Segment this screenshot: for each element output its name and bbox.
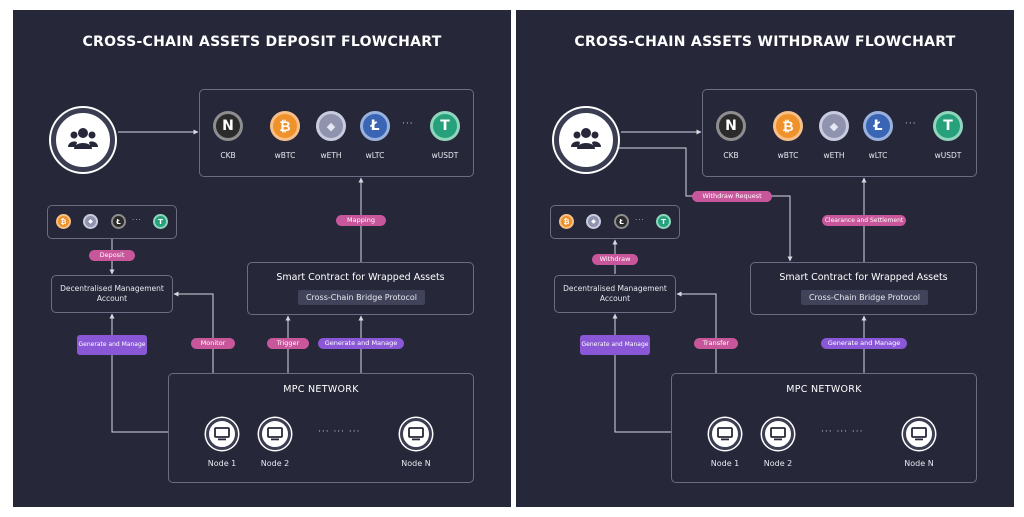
- node-label: Node 2: [763, 459, 793, 468]
- ckb-coin-icon: N: [213, 111, 243, 141]
- weth-coin-icon: ◆: [316, 111, 346, 141]
- eth-coin-icon: ◆: [83, 214, 98, 229]
- computer-icon: [267, 427, 283, 441]
- node-label: Node N: [401, 459, 431, 468]
- coin-label: CKB: [220, 151, 236, 160]
- computer-icon: [911, 427, 927, 441]
- sc-protocol: Cross-Chain Bridge Protocol: [801, 290, 928, 305]
- coin-label: wETH: [823, 151, 845, 160]
- dma-label: Decentralised Management Account: [60, 284, 164, 303]
- node-dots: ··· ··· ···: [318, 427, 361, 437]
- dma-label: Decentralised Management Account: [563, 284, 667, 303]
- mapping-label: Mapping: [336, 215, 386, 226]
- ltc-coin-icon: Ł: [614, 214, 629, 229]
- deposit-label: Deposit: [89, 250, 135, 261]
- wusdt-coin-icon: T: [430, 111, 460, 141]
- mpc-title: MPC NETWORK: [283, 384, 359, 395]
- node-n: [400, 418, 432, 450]
- coin-label: wLTC: [365, 151, 385, 160]
- native-assets-box: [550, 205, 680, 239]
- computer-icon: [770, 427, 786, 441]
- sc-title: Smart Contract for Wrapped Assets: [276, 272, 445, 283]
- users-node: [554, 108, 618, 172]
- node-2: [259, 418, 291, 450]
- computer-icon: [717, 427, 733, 441]
- panel-title: CROSS-CHAIN ASSETS WITHDRAW FLOWCHART: [574, 34, 956, 50]
- clearance-label: Clearance and Settlement: [822, 215, 906, 226]
- ckb-coin-icon: N: [716, 111, 746, 141]
- wallet-dots: ···: [635, 216, 645, 224]
- mpc-network-box: MPC NETWORK: [168, 373, 474, 483]
- wallet-dots: ···: [132, 216, 142, 224]
- coin-label: wBTC: [777, 151, 799, 160]
- node-n: [903, 418, 935, 450]
- wltc-coin-icon: Ł: [360, 111, 390, 141]
- smart-contract-box: Smart Contract for Wrapped Assets Cross-…: [750, 262, 977, 315]
- coin-label: wUSDT: [934, 151, 962, 160]
- usdt-coin-icon: T: [153, 214, 168, 229]
- node-label: Node N: [904, 459, 934, 468]
- generate-manage-label: Generate and Manage: [318, 338, 404, 349]
- deposit-panel: CROSS-CHAIN ASSETS DEPOSIT FLOWCHART: [13, 10, 511, 507]
- smart-contract-box: Smart Contract for Wrapped Assets Cross-…: [247, 262, 474, 315]
- sc-title: Smart Contract for Wrapped Assets: [779, 272, 948, 283]
- mpc-network-box: MPC NETWORK: [671, 373, 977, 483]
- transfer-label: Transfer: [694, 338, 738, 349]
- node-1: [709, 418, 741, 450]
- coin-dots: ···: [905, 119, 917, 129]
- weth-coin-icon: ◆: [819, 111, 849, 141]
- coin-dots: ···: [402, 119, 414, 129]
- node-label: Node 1: [710, 459, 740, 468]
- wusdt-coin-icon: T: [933, 111, 963, 141]
- withdraw-request-label: Withdraw Request: [692, 191, 772, 202]
- panel-title: CROSS-CHAIN ASSETS DEPOSIT FLOWCHART: [82, 34, 442, 50]
- withdraw-label: Withdraw: [592, 254, 638, 265]
- coin-label: wLTC: [868, 151, 888, 160]
- dma-box: Decentralised Management Account: [51, 275, 173, 313]
- node-dots: ··· ··· ···: [821, 427, 864, 437]
- users-group-icon: [571, 125, 601, 155]
- ltc-coin-icon: Ł: [111, 214, 126, 229]
- computer-icon: [408, 427, 424, 441]
- node-label: Node 2: [260, 459, 290, 468]
- coin-label: CKB: [723, 151, 739, 160]
- eth-coin-icon: ◆: [586, 214, 601, 229]
- btc-coin-icon: ₿: [56, 214, 71, 229]
- trigger-label: Trigger: [267, 338, 309, 349]
- node-label: Node 1: [207, 459, 237, 468]
- users-node: [51, 108, 115, 172]
- native-assets-box: [47, 205, 177, 239]
- wrapped-assets-box: [199, 89, 474, 177]
- wbtc-coin-icon: ₿: [270, 111, 300, 141]
- node-1: [206, 418, 238, 450]
- btc-coin-icon: ₿: [559, 214, 574, 229]
- coin-label: wBTC: [274, 151, 296, 160]
- usdt-coin-icon: T: [656, 214, 671, 229]
- computer-icon: [214, 427, 230, 441]
- wbtc-coin-icon: ₿: [773, 111, 803, 141]
- generate-manage-label: Generate and Manage: [821, 338, 907, 349]
- generate-manage-label: Generate and Manage: [580, 335, 650, 355]
- mpc-title: MPC NETWORK: [786, 384, 862, 395]
- wltc-coin-icon: Ł: [863, 111, 893, 141]
- coin-label: wUSDT: [431, 151, 459, 160]
- coin-label: wETH: [320, 151, 342, 160]
- dma-box: Decentralised Management Account: [554, 275, 676, 313]
- withdraw-panel: CROSS-CHAIN ASSETS WITHDRAW FLOWCHART: [516, 10, 1014, 507]
- node-2: [762, 418, 794, 450]
- sc-protocol: Cross-Chain Bridge Protocol: [298, 290, 425, 305]
- generate-manage-label: Generate and Manage: [77, 335, 147, 355]
- monitor-label: Monitor: [191, 338, 235, 349]
- users-group-icon: [68, 125, 98, 155]
- wrapped-assets-box: [702, 89, 977, 177]
